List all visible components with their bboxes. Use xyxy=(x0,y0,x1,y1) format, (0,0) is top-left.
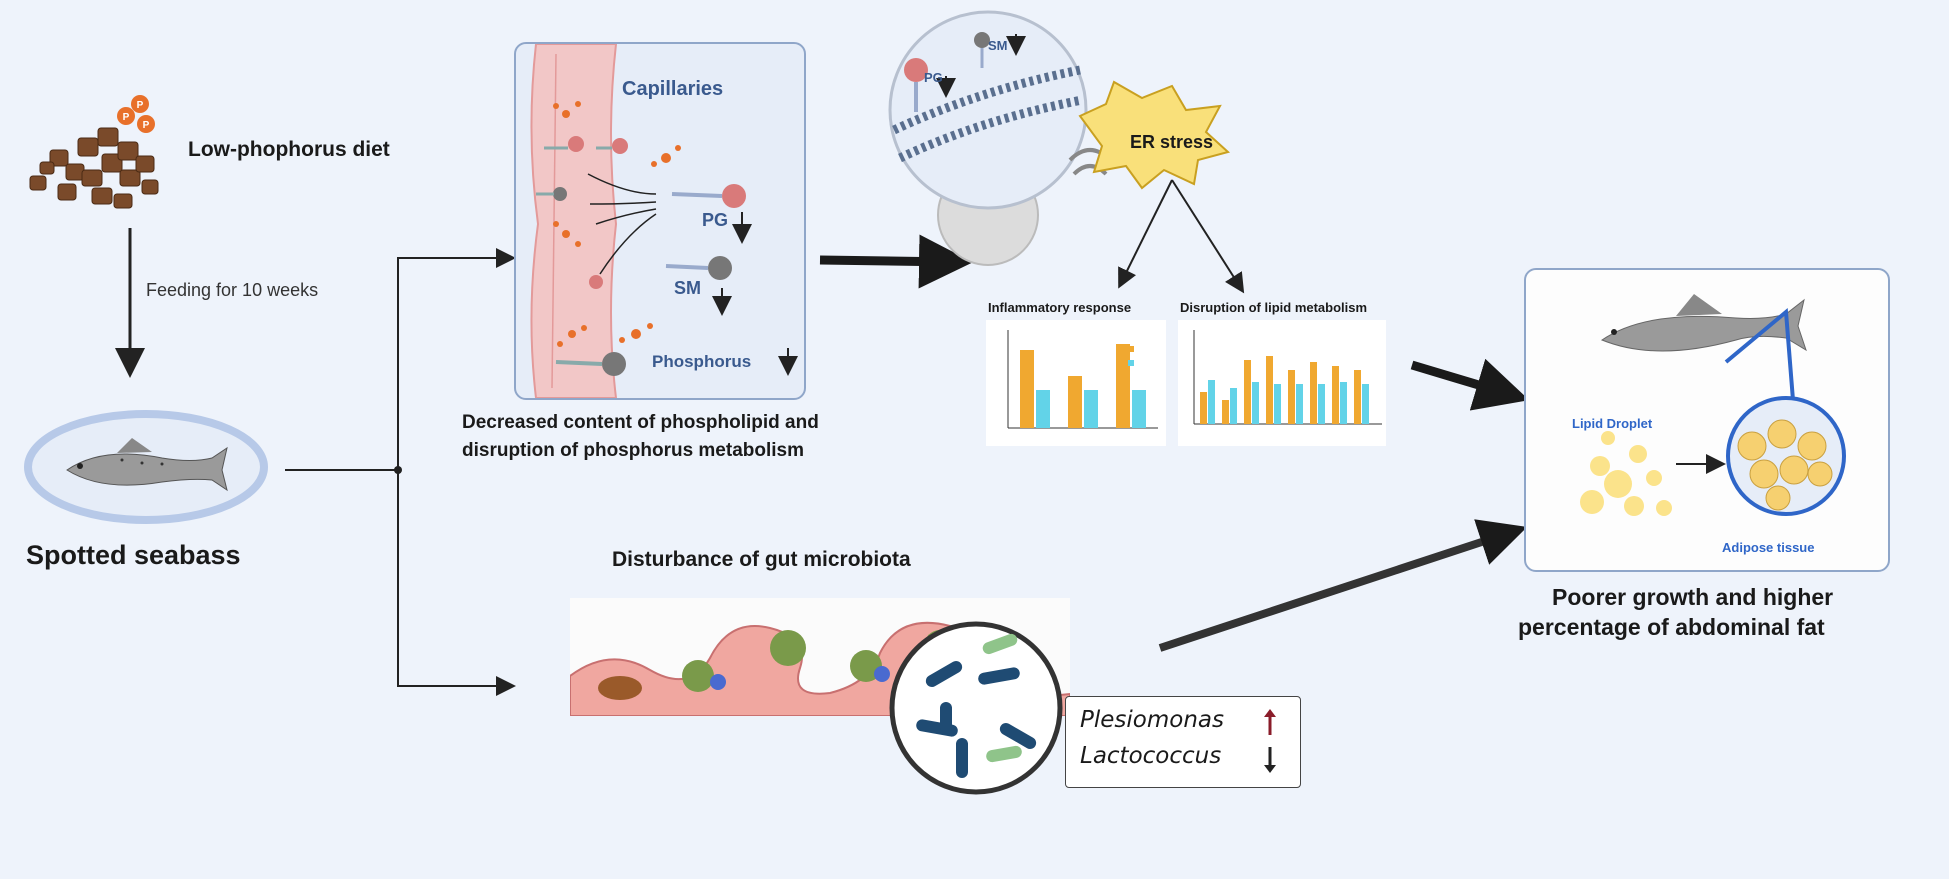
er-stress-label: ER stress xyxy=(1130,132,1214,152)
down-arrow-icon xyxy=(1264,747,1276,773)
sm-membrane-label: SM xyxy=(988,38,1008,53)
phosphate-icon: P P P xyxy=(117,95,155,133)
svg-text:P: P xyxy=(123,112,130,123)
capillary-illustration xyxy=(530,44,798,398)
lipid-title: Disruption of lipid metabolism xyxy=(1180,300,1368,315)
up-arrow-icon xyxy=(1264,709,1276,735)
arrow-capillaries-to-er xyxy=(819,234,973,289)
arrow-gut-to-outcome xyxy=(1158,519,1528,652)
capillaries-panel: Capillaries PG SM Phosphorus xyxy=(514,42,806,400)
lipid-droplet-label: Lipid Droplet xyxy=(1572,416,1653,431)
svg-text:P: P xyxy=(137,100,144,111)
outcome-panel: Lipid Droplet Adipose tissue xyxy=(1524,268,1890,572)
arrow-branch-up xyxy=(397,248,516,470)
outcome-caption-1: Poorer growth and higher xyxy=(1552,584,1834,610)
adipose-label: Adipose tissue xyxy=(1722,540,1815,555)
inflammatory-title: Inflammatory response xyxy=(988,300,1132,315)
fish-label: Spotted seabass xyxy=(26,540,241,570)
sm-label: SM xyxy=(674,278,701,298)
feeding-label: Feeding for 10 weeks xyxy=(146,280,319,300)
lactococcus-label: Lactococcus xyxy=(1080,743,1222,769)
diet-label: Low-phophorus diet xyxy=(188,138,390,161)
fish-dish-icon xyxy=(24,410,268,524)
svg-text:P: P xyxy=(143,120,150,131)
inflammatory-bar-chart xyxy=(986,320,1166,446)
arrow-branch-down xyxy=(397,470,516,696)
feed-pellets-icon: P P P xyxy=(29,95,159,209)
capillaries-title: Capillaries xyxy=(622,78,724,100)
outcome-caption-2: percentage of abdominal fat xyxy=(1518,614,1825,640)
capillaries-caption-2: disruption of phosphorus metabolism xyxy=(462,440,804,461)
lipid-bar-chart xyxy=(1178,320,1386,446)
bacteria-tag: Plesiomonas Lactococcus xyxy=(1065,696,1301,788)
outcome-illustration xyxy=(1580,294,1846,516)
membrane-illustration xyxy=(888,10,1231,266)
arrow-er-to-outcome xyxy=(1410,358,1530,411)
pg-label: PG xyxy=(702,210,729,230)
er-stress-burst xyxy=(1078,80,1231,190)
plesiomonas-label: Plesiomonas xyxy=(1080,707,1224,733)
bacteria-magnifier xyxy=(889,621,1063,795)
capillaries-caption-1: Decreased content of phospholipid and xyxy=(462,412,819,433)
phosphorus-label: Phosphorus xyxy=(652,352,752,371)
gut-title: Disturbance of gut microbiota xyxy=(612,548,911,571)
pg-membrane-label: PG xyxy=(924,70,943,85)
